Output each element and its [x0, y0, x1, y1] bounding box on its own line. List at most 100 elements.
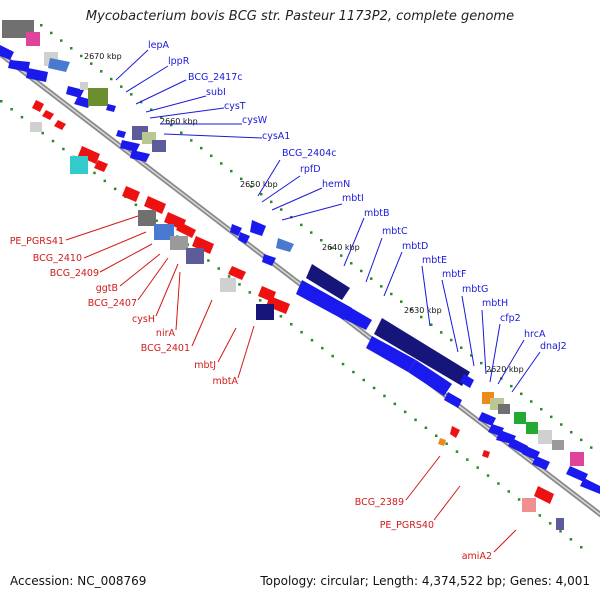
tick-dot [410, 308, 413, 311]
tick-dot [227, 275, 231, 278]
gene-label: mbtF [442, 269, 466, 280]
tick-dot [310, 338, 314, 342]
forward-arrow [408, 360, 452, 396]
tick-dot [51, 139, 55, 143]
tick-dot [70, 47, 73, 50]
tick-dot [400, 300, 403, 303]
tick-dot [414, 418, 417, 422]
gene-label: cysT [224, 101, 246, 112]
tick-dot [110, 77, 113, 81]
gene-label: cysW [242, 115, 268, 126]
reverse-arrow [42, 110, 54, 120]
reverse-arrow [534, 486, 554, 504]
gene-label: PE_PGRS40 [380, 520, 434, 531]
gene-label: ggtB [96, 283, 118, 294]
forward-arrow [444, 392, 462, 408]
feature-block [256, 304, 274, 320]
feature-block [138, 210, 156, 226]
feature-block [30, 122, 42, 132]
tick-dot [240, 177, 243, 181]
gene-label: BCG_2409 [50, 268, 99, 279]
gene-label: rpfD [300, 164, 321, 175]
tick-dot [580, 546, 583, 549]
tick-dot [0, 100, 3, 103]
tick-dot [383, 394, 386, 398]
feature-block [152, 140, 166, 152]
gene-label: BCG_2407 [88, 298, 137, 309]
tick-dot [250, 185, 253, 188]
tick-dot [341, 362, 345, 366]
tick-dot [430, 323, 433, 326]
forward-arrow [366, 336, 416, 372]
tick-dot [279, 315, 283, 318]
forward-arrow [580, 478, 600, 494]
tick-label: 2670 kbp [84, 52, 122, 61]
tick-dot [486, 474, 490, 477]
tick-dot [300, 223, 303, 227]
tick-dot [480, 361, 483, 365]
gene-label: hrcA [524, 329, 546, 340]
forward-arrow [276, 238, 294, 252]
reverse-arrow [54, 120, 66, 130]
gene-label: cfp2 [500, 313, 521, 324]
gene-label: mbtH [482, 298, 508, 309]
forward-arrow [566, 466, 588, 482]
tick-dot [352, 370, 355, 374]
tick-dot [580, 438, 583, 442]
gene-label: mbtB [364, 208, 390, 219]
forward-arrow [74, 96, 92, 108]
tick-dot [390, 292, 393, 296]
tick-dot [440, 331, 443, 334]
feature-block [522, 498, 536, 512]
reverse-arrow [192, 236, 214, 254]
tick-dot [570, 430, 573, 434]
tick-dot [10, 107, 13, 111]
gene-label: hemN [322, 179, 350, 190]
tick-dot [424, 426, 428, 430]
tick-label: 2640 kbp [322, 243, 360, 252]
tick-dot [41, 131, 44, 135]
tick-dot [310, 231, 313, 234]
feature-block [556, 518, 564, 530]
tick-dot [497, 482, 500, 485]
feature-block [26, 32, 40, 46]
feature-block [80, 82, 88, 90]
forward-arrow [460, 374, 474, 388]
tick-dot [20, 115, 24, 119]
gene-label: nirA [156, 328, 176, 339]
forward-arrow [374, 318, 470, 386]
tick-dot [507, 490, 510, 493]
gene-label: BCG_2404c [282, 148, 337, 159]
tick-dot [538, 514, 542, 517]
tick-dot [258, 299, 262, 302]
tick-dot [380, 285, 383, 288]
feature-block [170, 236, 188, 250]
tick-dot [320, 239, 323, 242]
feature-block [538, 430, 552, 444]
tick-dot [134, 203, 138, 207]
forward-arrow [478, 412, 496, 426]
tick-dot [460, 346, 463, 349]
forward-arrow [66, 86, 84, 98]
tick-label: 2620 kbp [486, 365, 524, 374]
tick-dot [490, 369, 493, 373]
reverse-arrow [176, 222, 196, 238]
gene-label: mbtA [212, 376, 238, 387]
tick-dot [510, 384, 513, 388]
accession-text: Accession: NC_008769 [10, 574, 146, 588]
map-title: Mycobacterium bovis BCG str. Pasteur 117… [86, 9, 514, 24]
tick-dot [113, 187, 117, 191]
forward-arrow [522, 446, 540, 460]
tick-dot [548, 522, 552, 525]
forward-arrow [250, 220, 266, 236]
tick-dot [170, 123, 173, 127]
reverse-features [30, 100, 564, 530]
tick-dot [300, 330, 303, 334]
tick-dot [330, 246, 333, 250]
gene-label: BCG_2417c [188, 72, 243, 83]
forward-leaders [115, 49, 541, 393]
tick-dot [140, 100, 143, 104]
tick-dot [230, 169, 233, 173]
reverse-leaders [65, 215, 517, 553]
